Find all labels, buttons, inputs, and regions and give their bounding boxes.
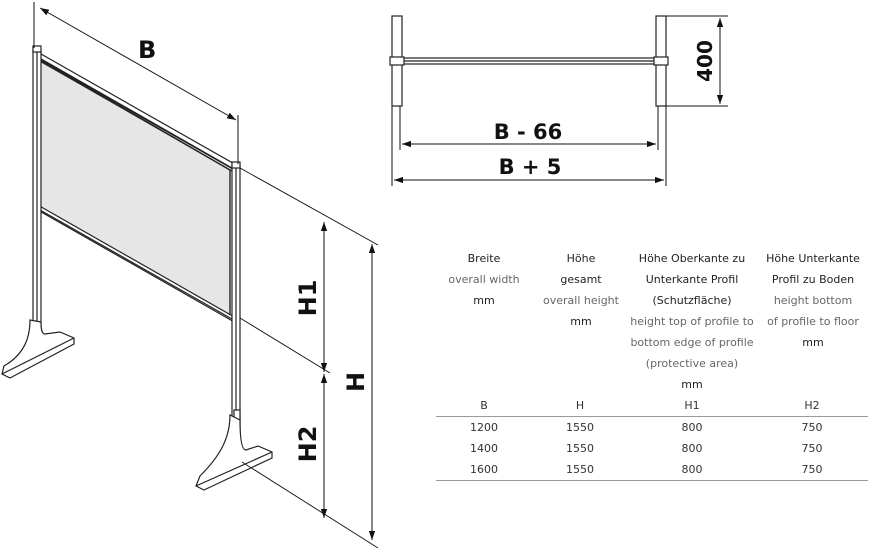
table-header-h2: H2 (756, 395, 868, 417)
column-header-hoehe: Höhe gesamt overall height mm (543, 252, 619, 328)
dimension-b-label: B (138, 36, 156, 64)
dimension-b-minus (399, 106, 659, 150)
column-header-h2: Höhe Unterkante Profil zu Boden height b… (766, 252, 860, 349)
table-cell: 1550 (566, 442, 594, 455)
dimension-b (33, 2, 239, 164)
table-header-row: B H H1 H2 (436, 395, 868, 417)
table-row: 1200 1550 800 750 (436, 417, 868, 439)
dimensions-table: B H H1 H2 1200 1550 800 750 1400 1550 80… (436, 395, 868, 481)
column-header-h1: Höhe Oberkante zu Unterkante Profil (Sch… (630, 252, 754, 391)
table-cell: 750 (801, 421, 823, 434)
table-cell: 1200 (470, 421, 498, 434)
left-foot (1, 319, 75, 379)
table-cell: 800 (681, 421, 703, 434)
dimension-b-plus-label: B + 5 (499, 155, 562, 179)
isometric-screen-view (1, 45, 273, 491)
table-cell: 800 (681, 442, 703, 455)
table-cell: 1550 (566, 421, 594, 434)
dimension-h2-label: H2 (294, 426, 322, 463)
table-header-h1: H1 (628, 395, 756, 417)
table-row: 1400 1550 800 750 (436, 438, 868, 459)
right-foot (195, 414, 273, 491)
dimension-h-label: H (342, 372, 370, 392)
dimension-depth (666, 15, 728, 107)
table-cell: 1600 (436, 459, 532, 481)
table-cell: 800 (628, 459, 756, 481)
table-row: 1600 1550 800 750 (436, 459, 868, 481)
table-cell: 1550 (532, 459, 628, 481)
table-cell: 1400 (470, 442, 498, 455)
protective-panel (39, 58, 231, 320)
dimension-b-plus (391, 106, 667, 186)
column-header-breite: Breite overall width mm (448, 252, 520, 307)
top-view (389, 15, 669, 107)
table-cell: 750 (801, 442, 823, 455)
table-cell: 750 (756, 459, 868, 481)
table-header-h: H (532, 395, 628, 417)
dimension-b-minus-label: B - 66 (494, 120, 563, 144)
dimension-depth-label: 400 (693, 40, 717, 82)
table-header-b: B (436, 395, 532, 417)
dimension-h1-label: H1 (294, 280, 322, 317)
